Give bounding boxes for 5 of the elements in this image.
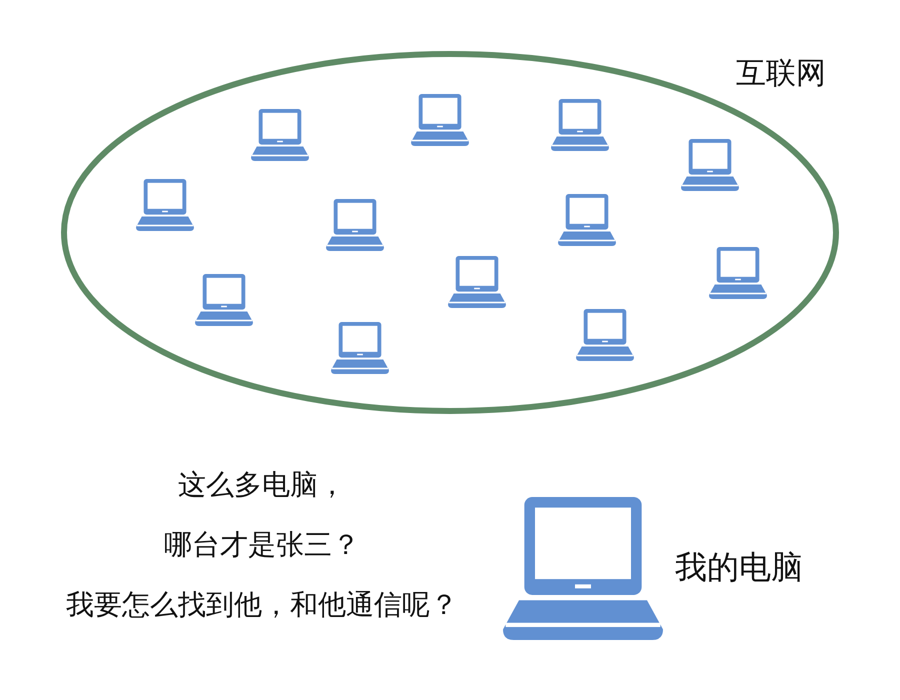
network-label: 互联网 [736,55,826,93]
question-text: 我要怎么找到他，和他通信呢？ [66,587,458,623]
question-text: 哪台才是张三？ [164,527,360,563]
computer-caption: 我的电脑 [675,546,803,588]
question-text: 这么多电脑， [178,467,346,503]
